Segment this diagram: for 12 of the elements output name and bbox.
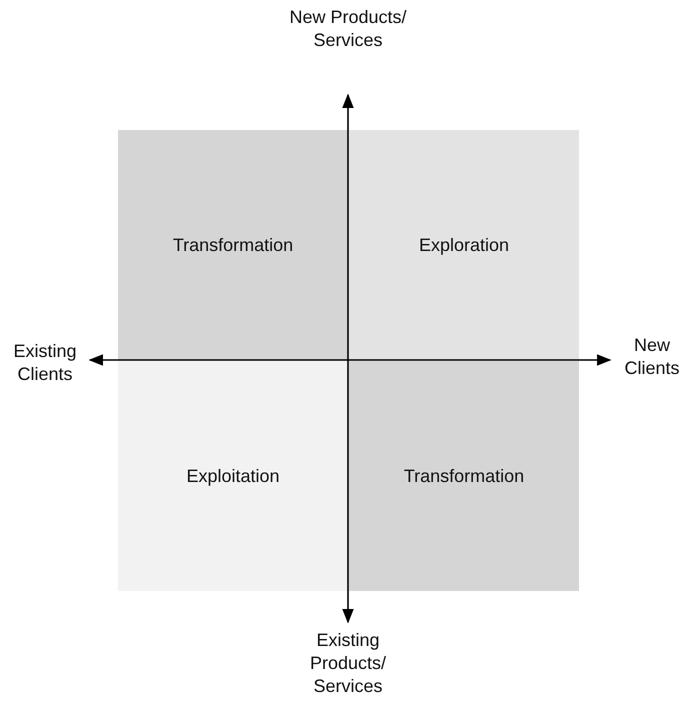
axis-label: New Products/ Services bbox=[288, 6, 408, 52]
quadrant-panel bbox=[118, 361, 348, 591]
quadrant-label: Transformation bbox=[404, 466, 524, 486]
quadrant-label: Exploration bbox=[418, 234, 510, 256]
axis-label: Existing Clients bbox=[12, 340, 78, 386]
quadrant-label: Transformation bbox=[172, 234, 294, 256]
axis-label: New Clients bbox=[623, 334, 681, 380]
axis-label: Existing Products/ Services bbox=[308, 629, 388, 698]
quadrant-panel bbox=[349, 361, 579, 591]
quadrant-panel bbox=[118, 130, 348, 360]
quadrant-label: Exploitation bbox=[186, 466, 280, 486]
quadrant-panel bbox=[349, 130, 579, 360]
